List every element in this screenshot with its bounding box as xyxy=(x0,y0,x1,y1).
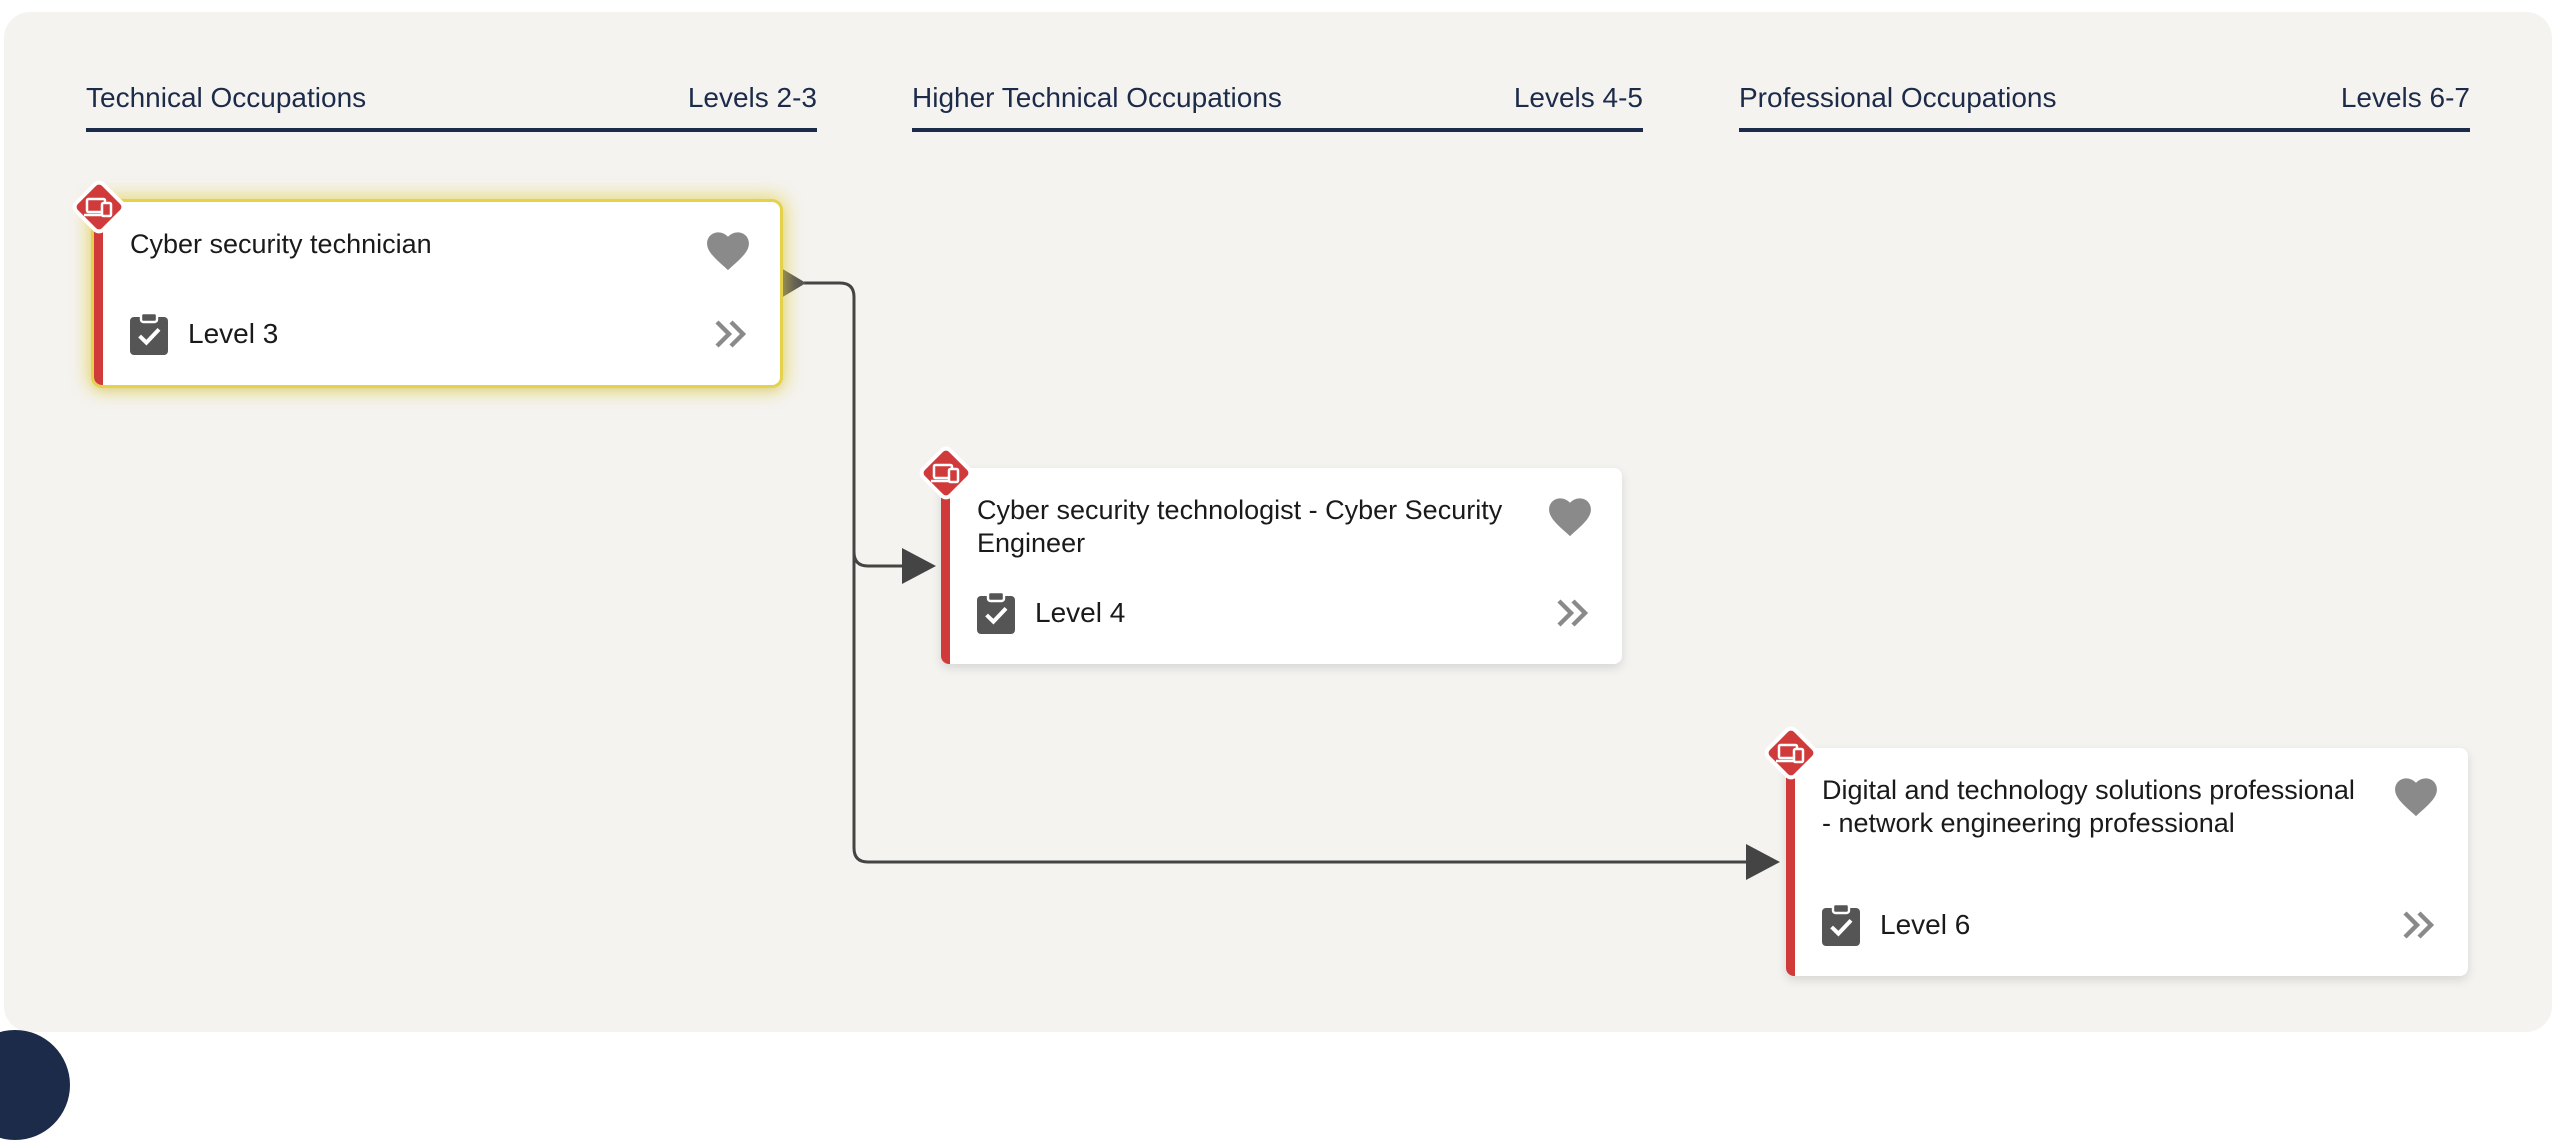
double-chevron-right-icon[interactable] xyxy=(1556,598,1590,628)
connector-line xyxy=(804,281,908,568)
column-levels: Levels 6-7 xyxy=(2340,82,2470,113)
connector-line xyxy=(852,552,1752,864)
occupation-title[interactable]: Cyber security technician xyxy=(130,229,432,259)
connector-arrow-head xyxy=(902,548,936,584)
heart-icon[interactable] xyxy=(706,232,750,272)
column-header-higher-technical: Higher Technical Occupations Levels 4-5 xyxy=(912,68,1643,132)
column-levels: Levels 2-3 xyxy=(687,82,817,113)
card-accent-stripe xyxy=(941,468,950,664)
connector-start-arrow xyxy=(776,265,806,301)
card-accent-stripe xyxy=(94,202,103,385)
column-header-technical: Technical Occupations Levels 2-3 xyxy=(86,68,817,132)
connector-arrow-head xyxy=(1746,844,1780,880)
double-chevron-right-icon[interactable] xyxy=(2402,910,2436,940)
occupation-card[interactable]: Cyber security technician Level 3 xyxy=(72,180,780,385)
clipboard-check-icon xyxy=(1822,904,1860,946)
column-title: Higher Technical Occupations xyxy=(912,82,1282,113)
level-row: Level 6 xyxy=(1822,904,1970,946)
clipboard-check-icon xyxy=(977,592,1015,634)
column-title: Professional Occupations xyxy=(1739,82,2057,113)
clipboard-check-icon xyxy=(130,313,168,355)
level-row: Level 4 xyxy=(977,592,1125,634)
heart-icon[interactable] xyxy=(1548,498,1592,538)
level-row: Level 3 xyxy=(130,313,278,355)
devices-icon xyxy=(1764,726,1818,780)
devices-icon xyxy=(72,180,126,234)
floating-action-button[interactable] xyxy=(0,1030,70,1140)
level-label: Level 3 xyxy=(188,318,279,349)
heart-icon[interactable] xyxy=(2394,778,2438,818)
occupation-title[interactable]: Cyber security technologist - Cyber Secu… xyxy=(977,495,1503,558)
double-chevron-right-icon[interactable] xyxy=(714,319,748,349)
devices-icon xyxy=(919,446,973,500)
level-label: Level 4 xyxy=(1035,597,1126,628)
column-title: Technical Occupations xyxy=(86,82,367,113)
progression-connectors xyxy=(776,265,1780,880)
column-levels: Levels 4-5 xyxy=(1513,82,1643,113)
card-accent-stripe xyxy=(1786,748,1795,976)
column-header-professional: Professional Occupations Levels 6-7 xyxy=(1739,68,2470,132)
occupation-title[interactable]: Digital and technology solutions profess… xyxy=(1822,775,2355,838)
occupation-card[interactable]: Digital and technology solutions profess… xyxy=(1764,726,2468,976)
career-map-panel: Technical Occupations Levels 2-3 Higher … xyxy=(4,12,2552,1032)
occupation-card[interactable]: Cyber security technologist - Cyber Secu… xyxy=(919,446,1622,664)
level-label: Level 6 xyxy=(1880,909,1971,940)
